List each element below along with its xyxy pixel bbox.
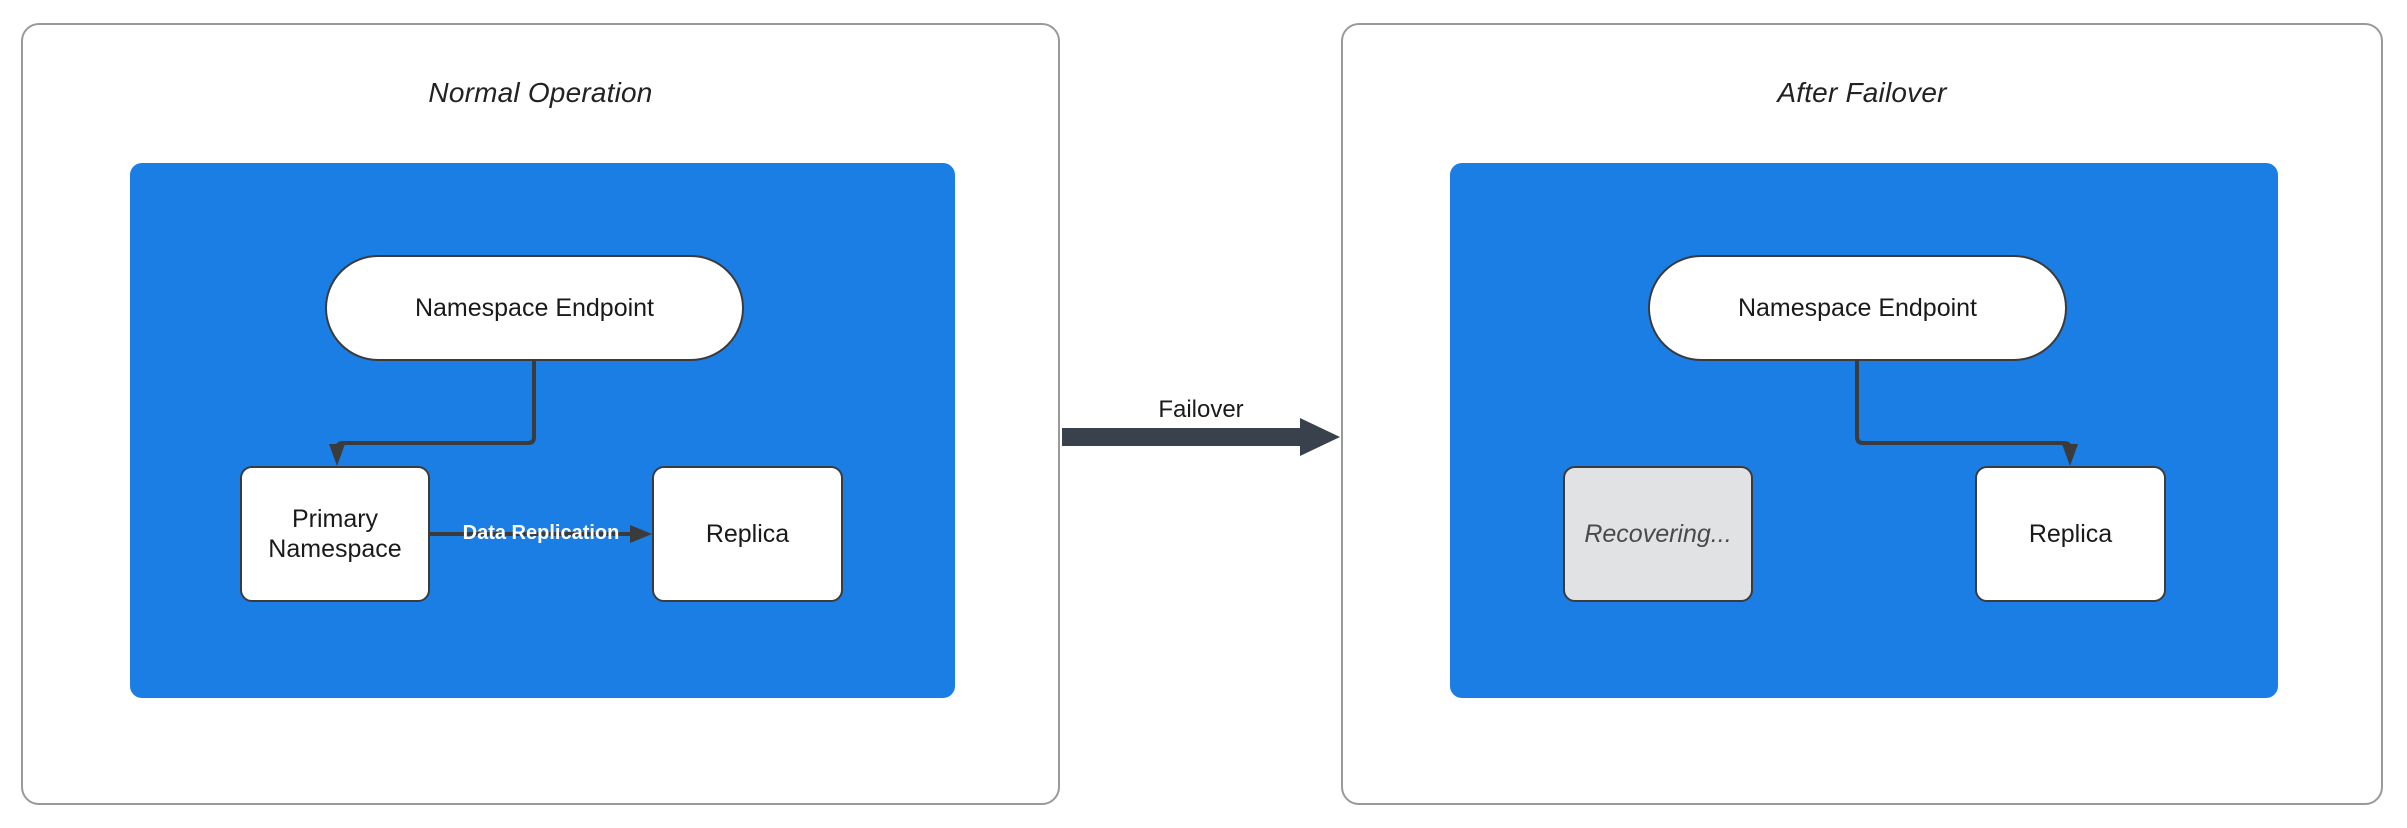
edge-label-data-replication: Data Replication bbox=[462, 522, 620, 544]
region-primary-zone-right bbox=[1450, 163, 2278, 698]
node-replica-right[interactable]: Replica bbox=[1975, 466, 2166, 602]
edge-label-failover: Failover bbox=[1158, 396, 1244, 423]
node-replica-left[interactable]: Replica bbox=[652, 466, 843, 602]
panel-right-title: After Failover bbox=[1777, 77, 1947, 108]
node-primary-namespace-label: Primary Namespace bbox=[268, 504, 401, 565]
node-namespace-endpoint-right[interactable]: Namespace Endpoint bbox=[1648, 255, 2067, 361]
panel-left-title: Normal Operation bbox=[428, 77, 653, 108]
primary-line-2: Namespace bbox=[268, 535, 402, 563]
region-primary-zone-left bbox=[130, 163, 955, 698]
node-primary-namespace[interactable]: Primary Namespace bbox=[240, 466, 430, 602]
node-namespace-endpoint-left[interactable]: Namespace Endpoint bbox=[325, 255, 744, 361]
primary-line-1: Primary bbox=[291, 504, 379, 533]
node-recovering[interactable]: Recovering... bbox=[1563, 466, 1753, 602]
